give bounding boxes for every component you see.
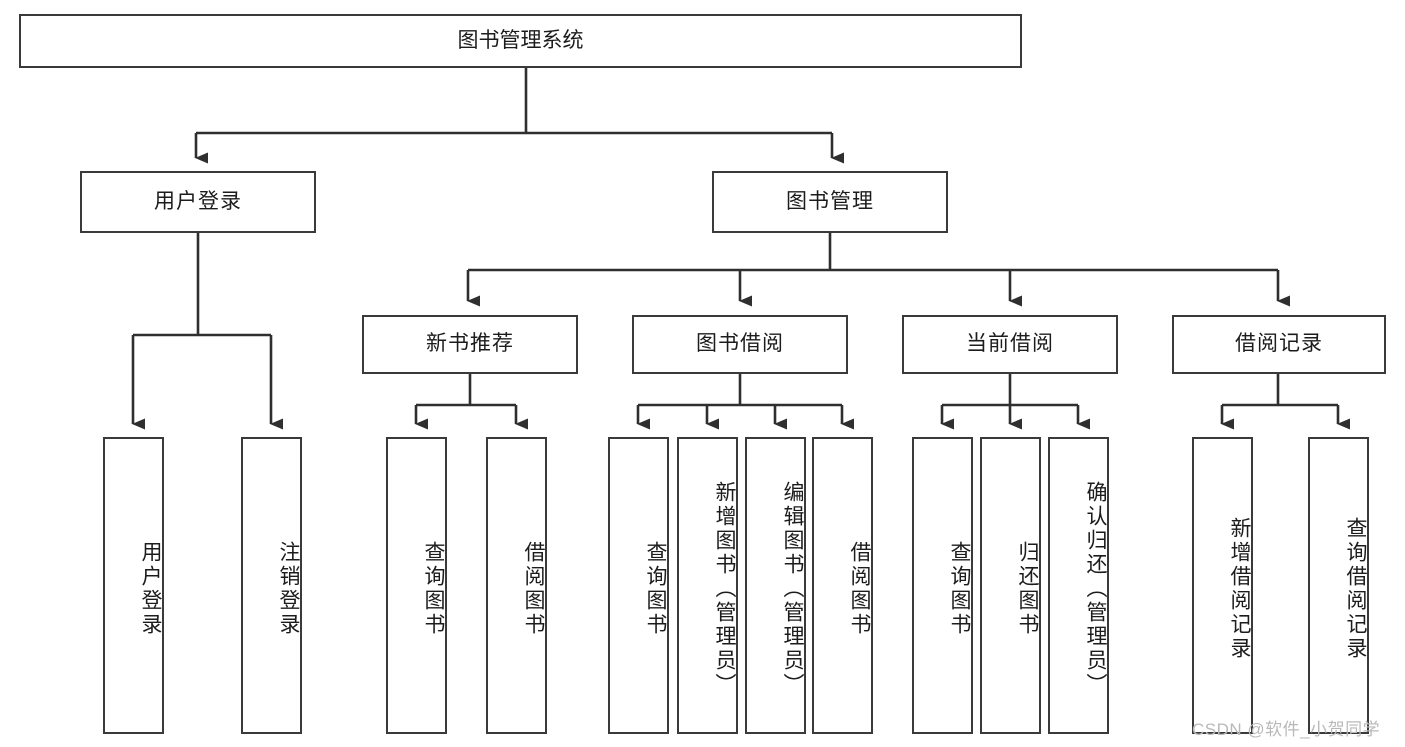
leaf-new-book-borrow[interactable]: 借阅图书 — [486, 437, 547, 734]
leaf-label: 借阅图书 — [848, 540, 871, 637]
node-root-label: 图书管理系统 — [457, 28, 584, 52]
leaf-user-login-signout[interactable]: 注销登录 — [241, 437, 302, 734]
leaf-new-book-query[interactable]: 查询图书 — [386, 437, 447, 734]
leaf-current-borrow-query[interactable]: 查询图书 — [912, 437, 973, 734]
node-user-login-label: 用户登录 — [154, 189, 242, 213]
node-current-borrow-label: 当前借阅 — [966, 332, 1054, 356]
leaf-current-borrow-return[interactable]: 归还图书 — [980, 437, 1041, 734]
leaf-borrow-record-query[interactable]: 查询借阅记录 — [1308, 437, 1369, 734]
leaf-label: 查询图书 — [948, 540, 971, 637]
leaf-book-borrow-add[interactable]: 新增图书（管理员） — [677, 437, 738, 734]
leaf-label: 注销登录 — [277, 540, 300, 637]
leaf-label: 编辑图书（管理员） — [781, 480, 804, 697]
leaf-label: 确认归还（管理员） — [1084, 480, 1107, 697]
leaf-book-borrow-query[interactable]: 查询图书 — [608, 437, 669, 734]
node-book-borrow[interactable]: 图书借阅 — [632, 315, 848, 374]
node-borrow-record-label: 借阅记录 — [1235, 332, 1323, 356]
leaf-book-borrow-borrow[interactable]: 借阅图书 — [812, 437, 873, 734]
node-root[interactable]: 图书管理系统 — [19, 14, 1022, 68]
leaf-label: 新增图书（管理员） — [713, 480, 736, 697]
leaf-book-borrow-edit[interactable]: 编辑图书（管理员） — [745, 437, 806, 734]
node-new-book-recommend-label: 新书推荐 — [426, 332, 514, 356]
leaf-user-login-signin[interactable]: 用户登录 — [103, 437, 164, 734]
leaf-label: 查询图书 — [422, 540, 445, 637]
node-new-book-recommend[interactable]: 新书推荐 — [362, 315, 578, 374]
node-book-management[interactable]: 图书管理 — [712, 171, 948, 233]
node-book-management-label: 图书管理 — [786, 189, 874, 213]
leaf-label: 新增借阅记录 — [1228, 516, 1251, 661]
node-book-borrow-label: 图书借阅 — [696, 332, 784, 356]
leaf-label: 查询借阅记录 — [1344, 516, 1367, 661]
leaf-label: 查询图书 — [644, 540, 667, 637]
leaf-label: 借阅图书 — [522, 540, 545, 637]
leaf-current-borrow-confirm-return[interactable]: 确认归还（管理员） — [1048, 437, 1109, 734]
leaf-label: 用户登录 — [139, 540, 162, 637]
watermark: CSDN @软件_小贺同学 — [1192, 720, 1381, 739]
leaf-borrow-record-add[interactable]: 新增借阅记录 — [1192, 437, 1253, 734]
leaf-label: 归还图书 — [1016, 540, 1039, 637]
node-user-login[interactable]: 用户登录 — [80, 171, 316, 233]
node-borrow-record[interactable]: 借阅记录 — [1172, 315, 1386, 374]
node-current-borrow[interactable]: 当前借阅 — [902, 315, 1118, 374]
